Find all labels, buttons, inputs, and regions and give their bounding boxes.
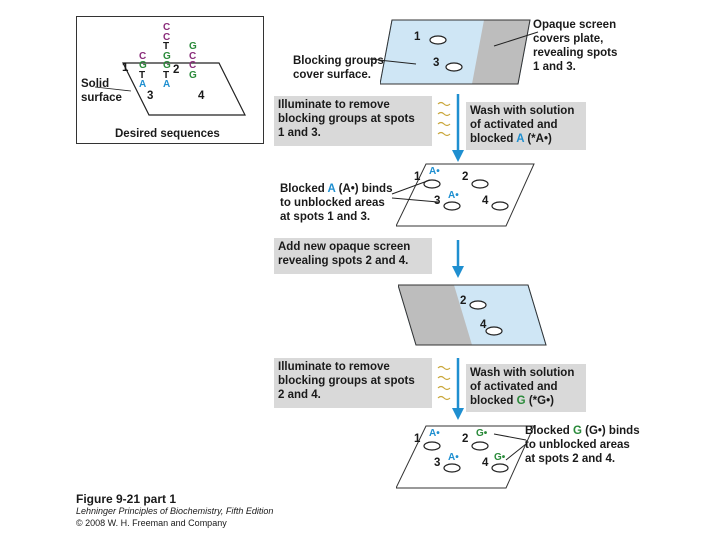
copyright: © 2008 W. H. Freeman and Company <box>76 518 227 528</box>
sequence-letter: T <box>163 41 170 52</box>
sequence-letter: G <box>139 60 147 71</box>
plate4-g-mark-2: G• <box>476 428 488 439</box>
sequence-letter: T <box>139 69 146 81</box>
plate-4 <box>396 425 535 489</box>
plate1-spot-3: 3 <box>433 57 440 69</box>
inset-spot-1-label: 1 <box>122 62 129 74</box>
plate2-spot-2: 2 <box>462 171 469 183</box>
figure-caption: Figure 9-21 part 1 <box>76 492 177 506</box>
sequence-letter: C <box>189 60 197 71</box>
sequence-letter: G <box>163 50 171 62</box>
sequence-letter: T <box>163 69 170 81</box>
sequence-letter: G <box>163 60 171 71</box>
desired-sequences-caption: Desired sequences <box>115 128 220 140</box>
sequence-letter: A <box>163 79 171 90</box>
plate2-spot-3: 3 <box>434 195 441 207</box>
plate4-spot-2: 2 <box>462 433 469 445</box>
plate4-spot-3: 3 <box>434 457 441 469</box>
plate4-spot-4: 4 <box>482 457 489 469</box>
plate2-spot-1: 1 <box>414 171 421 183</box>
plate-2 <box>396 163 535 227</box>
solid-surface-label-1: Solid <box>81 78 110 90</box>
blocked-g-pointers <box>493 433 527 461</box>
opaque-screen-pointer <box>493 31 539 47</box>
blocked-a-pointers <box>391 179 439 203</box>
plate4-a-mark-1: A• <box>429 428 440 439</box>
plate3-spot-2: 2 <box>460 295 467 307</box>
sequence-letter: C <box>189 50 197 62</box>
plate4-g-mark-4: G• <box>494 452 506 463</box>
plate4-spot-1: 1 <box>414 433 421 445</box>
arrow-1 <box>452 94 464 162</box>
plate2-a-mark-3: A• <box>448 190 459 201</box>
light-waves-2 <box>437 365 451 401</box>
plate-1 <box>380 19 531 85</box>
arrow-2 <box>452 240 464 278</box>
book-title: Lehninger Principles of Biochemistry, Fi… <box>76 506 274 516</box>
sequence-letter: C <box>163 31 171 43</box>
plate3-spot-4: 4 <box>480 319 487 331</box>
sequence-letter: G <box>189 41 197 52</box>
plate2-a-mark-1: A• <box>429 166 440 177</box>
sequence-letter: A <box>139 79 147 90</box>
plate1-spot-1: 1 <box>414 31 421 43</box>
inset-spot-2-label: 2 <box>173 64 180 76</box>
blocked-a-text: Blocked A (A•) binds to unblocked areas … <box>280 183 393 223</box>
solid-surface-label-2: surface <box>81 92 122 104</box>
plate4-a-mark-3: A• <box>448 452 459 463</box>
sequence-letter: C <box>163 22 171 33</box>
sequence-letter: G <box>189 69 197 81</box>
arrow-3 <box>452 358 464 420</box>
light-waves-1 <box>437 101 451 137</box>
inset-spot-3-label: 3 <box>147 90 154 102</box>
plate2-spot-4: 4 <box>482 195 489 207</box>
blocking-groups-pointer <box>370 58 417 65</box>
inset-plate-svg <box>94 62 246 116</box>
sequence-letter: C <box>139 50 147 62</box>
plate-3 <box>398 284 547 346</box>
blocked-g-text: Blocked G (G•) binds to unblocked areas … <box>525 425 640 465</box>
inset-spot-4-label: 4 <box>198 90 205 102</box>
